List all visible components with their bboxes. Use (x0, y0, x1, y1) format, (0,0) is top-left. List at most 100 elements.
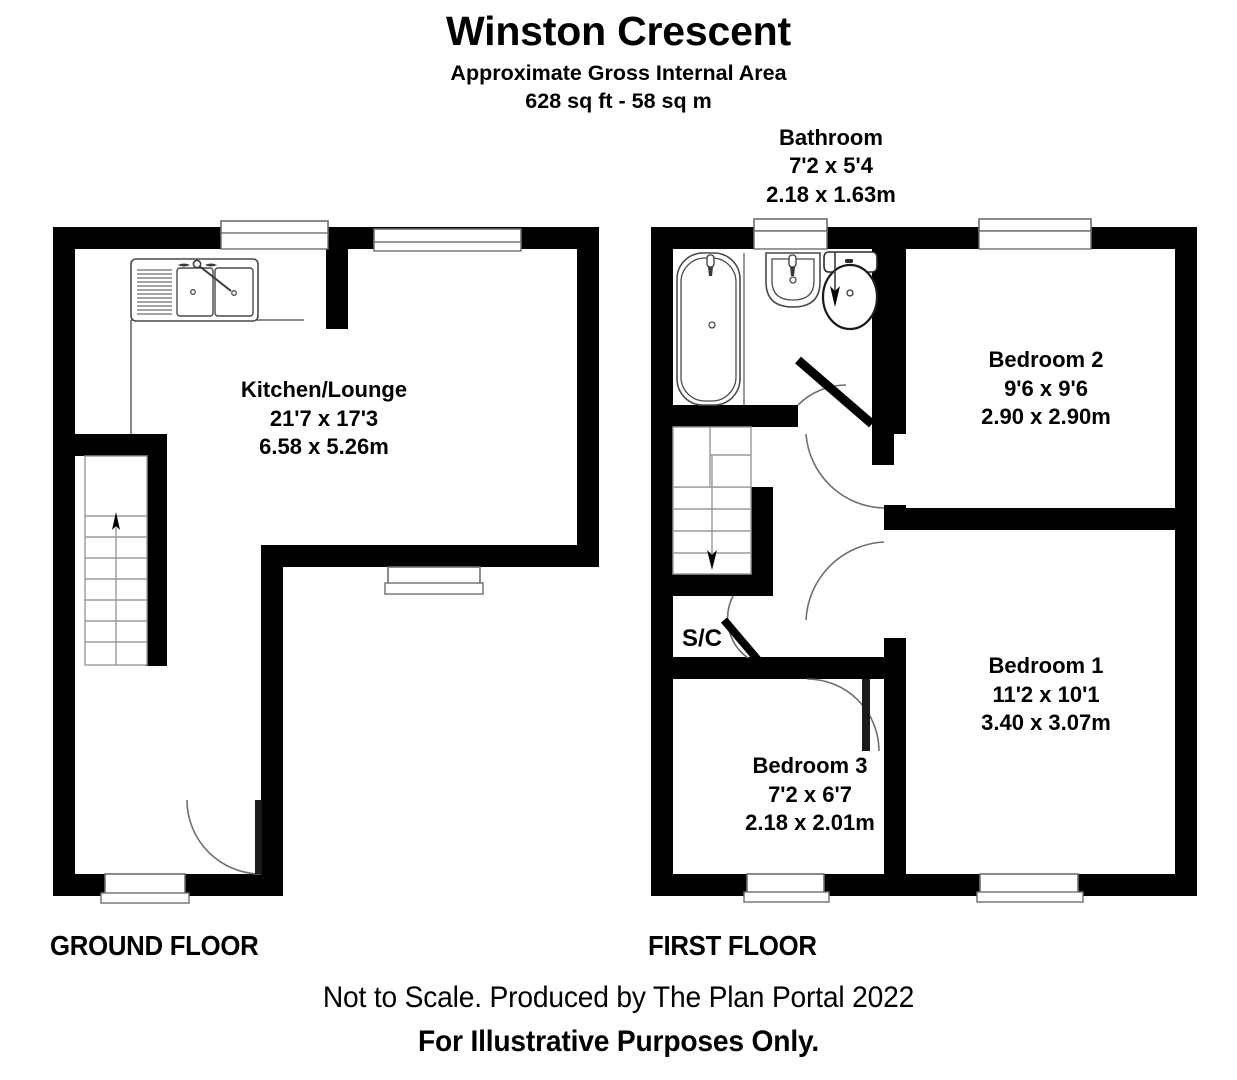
wall-bathroom-east (872, 249, 894, 407)
sink-plughole-right (231, 290, 237, 296)
bedroom3-name: Bedroom 3 (752, 753, 868, 778)
kitchen-lounge-label: Kitchen/Lounge 21'7 x 17'3 6.58 x 5.26m (124, 376, 524, 462)
bathroom-name: Bathroom (779, 125, 883, 150)
area-value: 628 sq ft - 58 sq m (525, 89, 712, 114)
plan-header: Winston Crescent Approximate Gross Inter… (0, 0, 1237, 116)
window-first-bottom-left-outer (746, 873, 825, 895)
ground-internal-wall-stub (326, 249, 348, 329)
storage-cupboard-door (720, 595, 762, 663)
sink-tap-handle-right (205, 263, 217, 267)
ground-stair-wall-top (75, 434, 167, 456)
wall-bathroom-door-nib (872, 405, 894, 465)
bathtub-inner (680, 257, 737, 402)
sink-plughole-left (190, 289, 196, 295)
bedroom1-door (805, 541, 885, 621)
bedroom2-name: Bedroom 2 (988, 347, 1104, 372)
bedroom2-door (805, 433, 885, 509)
sc-door-leaf (720, 617, 762, 663)
kitchen-sink-unit (130, 258, 259, 322)
ground-stair-wall-right (145, 434, 167, 666)
window-top-left-inner (220, 232, 329, 250)
window-first-top-right-inner (978, 230, 1092, 250)
first-floor-plan (651, 218, 1197, 903)
bathroom-room-label: Bathroom 7'2 x 5'4 2.18 x 1.63m (700, 124, 962, 209)
page-title: Winston Crescent (446, 8, 791, 54)
staircase-down (672, 426, 752, 575)
entrance-door (186, 799, 262, 875)
bedroom1-name: Bedroom 1 (988, 653, 1104, 678)
toilet-wc (821, 251, 879, 331)
window-first-bottom-right-outer (979, 873, 1079, 895)
wash-basin-tap (788, 254, 797, 276)
window-top-right-inner (373, 241, 522, 252)
bedroom3-door-swing-arc (806, 678, 880, 752)
toilet-centre-mark (846, 289, 854, 297)
window-first-top-left-inner (753, 230, 828, 250)
ground-floor-plan (53, 220, 599, 904)
area-label: Approximate Gross Internal Area (450, 61, 787, 86)
bedroom2-metric: 2.90 x 2.90m (981, 404, 1111, 430)
sink-tap (178, 259, 232, 292)
wall-stair-right (751, 487, 773, 596)
entrance-door-swing-arc (186, 799, 262, 875)
bedroom1-door-swing-arc (805, 541, 885, 621)
bathtub (676, 252, 745, 406)
bathroom-door-leaf (795, 356, 875, 428)
bathroom-direction-arrow (830, 252, 840, 307)
footer-disclaimer-producer: Not to Scale. Produced by The Plan Porta… (322, 981, 915, 1014)
wall-stair-bottom (673, 574, 773, 596)
wash-basin-plughole (789, 276, 797, 284)
footer-disclaimer-illustrative: For Illustrative Purposes Only. (417, 1024, 820, 1058)
bathroom-door (795, 356, 875, 428)
entrance-door-leaf (255, 800, 262, 874)
plan-footer: Not to Scale. Produced by The Plan Porta… (0, 978, 1237, 1061)
window-first-bottom-right-inner (976, 891, 1084, 903)
wall-bathroom-south (673, 405, 798, 427)
window-mid-inner (384, 582, 484, 595)
sink-bowl-right (214, 267, 254, 317)
window-bottom-inner (100, 892, 190, 904)
sink-drainer (137, 269, 172, 315)
bedroom3-label: Bedroom 3 7'2 x 6'7 2.18 x 2.01m (650, 752, 970, 838)
bedroom2-imperial: 9'6 x 9'6 (1004, 375, 1088, 401)
sink-tap-handle-left (178, 263, 190, 267)
wash-basin-bowl (771, 258, 815, 301)
first-floor-caption: FIRST FLOOR (648, 930, 817, 961)
ground-floor-walls (53, 227, 599, 896)
stair-down-arrow (707, 550, 717, 570)
toilet-flush-button (845, 259, 853, 263)
ground-window-group-mid (384, 566, 484, 595)
kitchen-lounge-metric: 6.58 x 5.26m (259, 434, 389, 460)
toilet-pan (821, 263, 879, 331)
bathroom-metric: 2.18 x 1.63m (766, 181, 896, 207)
window-mid-outer (387, 566, 481, 586)
bathroom-door-swing-arc (797, 384, 847, 406)
wash-basin (765, 252, 821, 308)
ground-wall-gap-a (97, 249, 119, 445)
wall-between-bedrooms (884, 508, 1175, 530)
bathtub-plughole (708, 321, 716, 329)
stair-up-arrow (112, 512, 120, 530)
bathroom-imperial: 7'2 x 5'4 (789, 153, 873, 179)
bedroom2-door-swing-arc (805, 433, 885, 509)
wall-bed1-left (884, 638, 906, 874)
kitchen-lounge-imperial: 21'7 x 17'3 (269, 405, 379, 431)
ground-interior (75, 249, 577, 874)
bedroom2-label: Bedroom 2 9'6 x 9'6 2.90 x 2.90m (886, 346, 1206, 432)
wall-bed3-nib (785, 657, 807, 671)
ground-window-group-bottom (100, 873, 190, 904)
kitchen-lounge-name: Kitchen/Lounge (240, 377, 408, 402)
window-first-top-left-outer (753, 218, 828, 232)
storage-cupboard-label: S/C (682, 625, 723, 652)
window-first-top-right-outer (978, 218, 1092, 232)
first-window-group-top (753, 218, 1092, 250)
window-first-bottom-left-inner (743, 891, 830, 903)
bedroom1-imperial: 11'2 x 10'1 (992, 681, 1100, 707)
first-window-group-bottom (743, 873, 1084, 903)
bedroom1-metric: 3.40 x 3.07m (981, 710, 1111, 736)
staircase-up (84, 455, 148, 666)
bedroom1-label: Bedroom 1 11'2 x 10'1 3.40 x 3.07m (886, 652, 1206, 738)
bathtub-tap (706, 254, 715, 276)
ground-floor-caption: GROUND FLOOR (50, 930, 259, 961)
